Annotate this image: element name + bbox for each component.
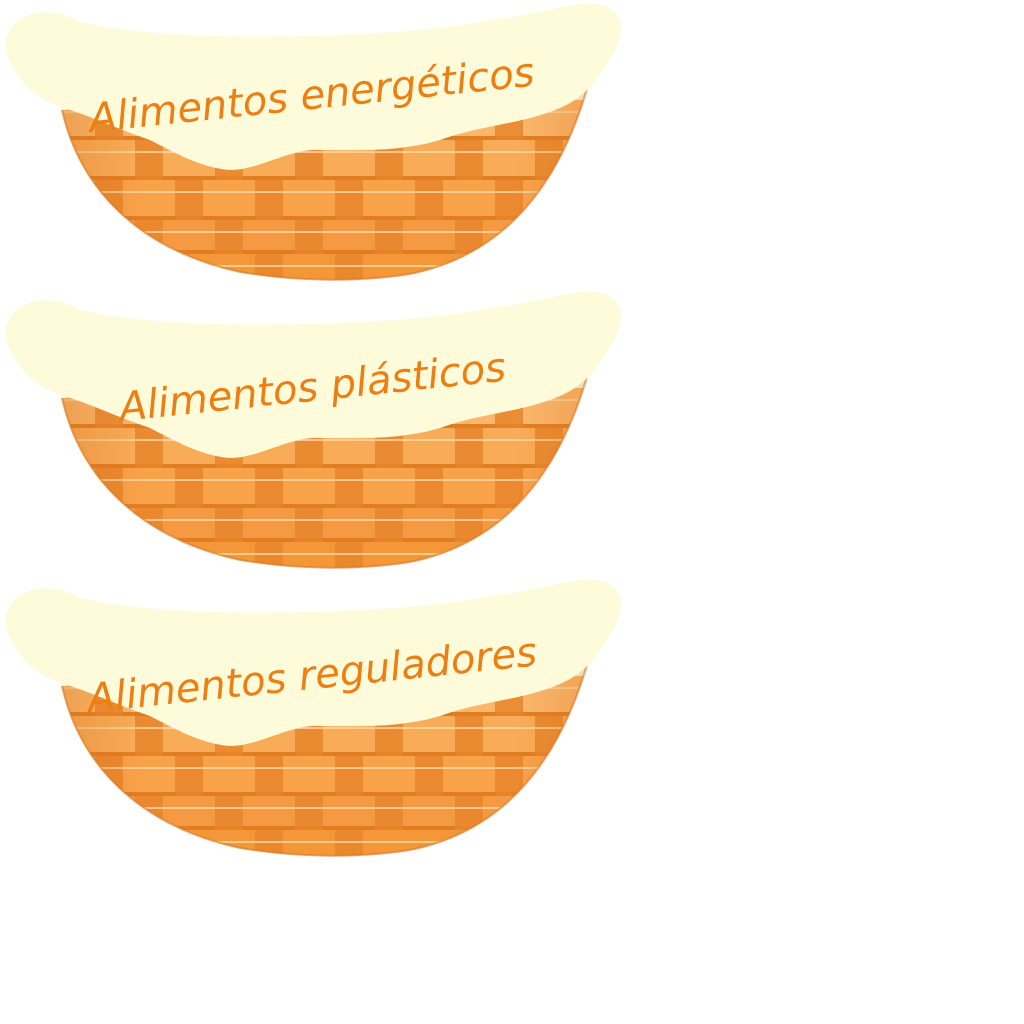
basket-reguladores: Alimentos reguladores [0, 576, 640, 866]
basket-energeticos-graphic: Alimentos energéticos [5, 3, 621, 281]
basket-reguladores-graphic: Alimentos reguladores [5, 579, 621, 857]
cloth-banner [5, 291, 621, 458]
basket-plasticos-graphic: Alimentos plásticos [5, 291, 621, 569]
basket-plasticos: Alimentos plásticos [0, 288, 640, 578]
cloth-banner [5, 3, 621, 170]
basket-energeticos: Alimentos energéticos [0, 0, 640, 290]
cloth-banner [5, 579, 621, 746]
